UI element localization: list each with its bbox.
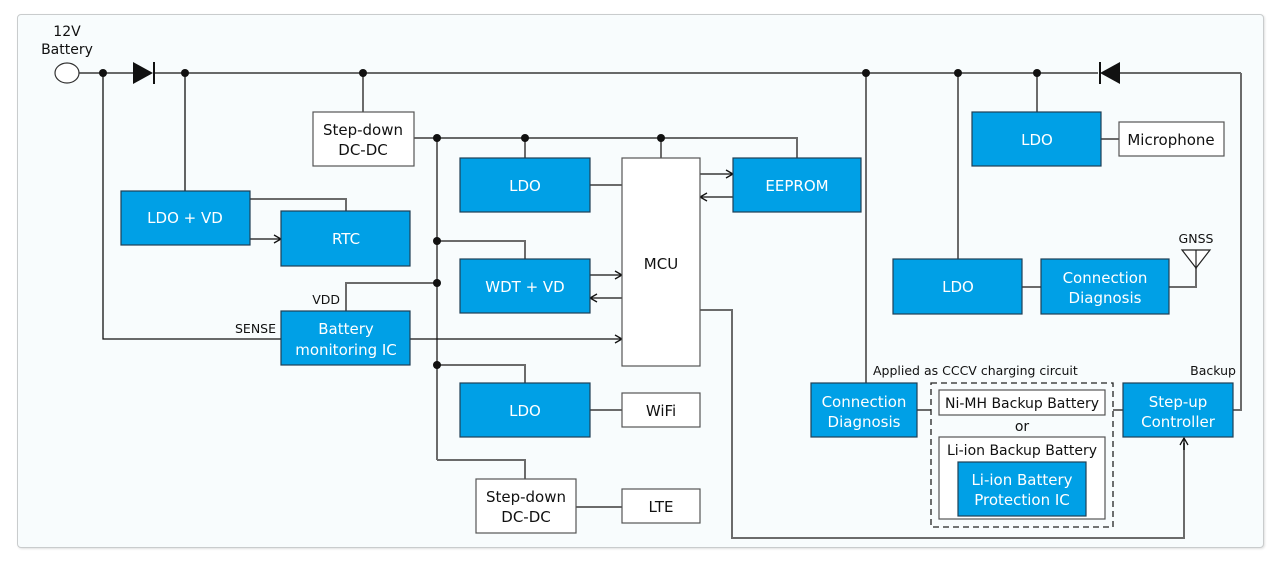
liion-group-label: Li-ion Backup Battery <box>947 443 1097 459</box>
microphone-block <box>1118 121 1225 157</box>
vdd-wire <box>345 282 437 311</box>
lte-block <box>621 488 701 524</box>
ldo-mic-label: LDO <box>1021 131 1053 149</box>
conn-diag-gnss-label-line1: Connection <box>1063 269 1148 287</box>
wires <box>79 72 1242 539</box>
batt-mon-label-line2: monitoring IC <box>295 341 397 359</box>
or-label: or <box>1015 419 1030 435</box>
stepup-label-line2: Controller <box>1141 413 1216 431</box>
stepdown1-label-line1: Step-down <box>323 121 403 139</box>
junction-dot <box>862 69 870 77</box>
stepdown2-label-line2: DC-DC <box>501 508 550 526</box>
nimh-backup-battery-block <box>938 389 1106 416</box>
junctions <box>99 69 1041 369</box>
wdt-supply-wire <box>437 240 526 259</box>
eeprom-block <box>732 157 862 213</box>
battery-label-line2: Battery <box>41 42 93 58</box>
wifi-label: WiFi <box>646 402 676 420</box>
backup-label: Backup <box>1190 363 1236 378</box>
ldo-gnss-block <box>892 258 1023 315</box>
junction-dot <box>954 69 962 77</box>
mcu-stepup-wire <box>700 309 1185 539</box>
stepdown2-supply-wire <box>437 459 526 479</box>
liion-prot-label-line1: Li-ion Battery <box>971 471 1072 489</box>
liion-prot-label-line2: Protection IC <box>974 491 1070 509</box>
conn-diag-batt-label-line2: Diagnosis <box>828 413 901 431</box>
ldo-wifi-label: LDO <box>509 402 541 420</box>
junction-dot <box>1033 69 1041 77</box>
connection-diagnosis-gnss-block <box>1040 258 1170 315</box>
junction-dot <box>433 237 441 245</box>
wifi-block <box>621 392 701 428</box>
sense-wire <box>102 73 281 340</box>
rtc-block <box>280 210 411 267</box>
ldo-mcu-block <box>459 157 591 213</box>
mcu-label: MCU <box>644 255 678 273</box>
junction-dot <box>181 69 189 77</box>
junction-dot <box>521 134 529 142</box>
nimh-label: Ni-MH Backup Battery <box>945 396 1099 412</box>
ldo-vd-block <box>120 190 251 246</box>
stepdown2-label-line1: Step-down <box>486 488 566 506</box>
antenna-icon <box>1180 249 1212 269</box>
ldo-gnss-label: LDO <box>942 278 974 296</box>
junction-dot <box>359 69 367 77</box>
connection-diagnosis-battery-block <box>810 382 918 438</box>
junction-dot <box>433 361 441 369</box>
wdt-vd-block <box>459 258 591 314</box>
lte-label: LTE <box>649 498 674 516</box>
batt-mon-label-line1: Battery <box>318 320 374 338</box>
wdt-vd-label: WDT + VD <box>485 278 564 296</box>
stepdown1-label-line2: DC-DC <box>338 141 387 159</box>
rtc-label: RTC <box>332 230 360 248</box>
conn-diag-batt-label-line1: Connection <box>822 393 907 411</box>
stepup-controller-block <box>1122 382 1234 438</box>
liion-protection-ic-block <box>957 461 1087 517</box>
backup-battery-group <box>930 382 1114 528</box>
stepdown-dcdc-lte-block <box>475 478 577 534</box>
sense-label: SENSE <box>235 321 276 336</box>
conn-diag-gnss-label-line2: Diagnosis <box>1069 289 1142 307</box>
ldo-wifi-block <box>459 382 591 438</box>
gnss-antenna-wire <box>1169 268 1197 288</box>
ldo-wifi-supply-wire <box>437 364 526 383</box>
diode-icon <box>133 62 155 84</box>
stepup-label-line1: Step-up <box>1149 393 1208 411</box>
cccv-note: Applied as CCCV charging circuit <box>873 363 1078 378</box>
junction-dot <box>99 69 107 77</box>
battery-terminal-icon <box>54 62 80 84</box>
ldo-vd-rtc-wire <box>250 198 347 211</box>
diode-icon <box>1099 62 1120 84</box>
battery-monitoring-ic-block <box>280 310 411 366</box>
backup-wire <box>1233 73 1242 411</box>
stepdown-dcdc-block <box>312 111 415 167</box>
microphone-label: Microphone <box>1127 131 1214 149</box>
vdd-label: VDD <box>312 292 340 307</box>
mcu-block <box>621 157 701 367</box>
battery-label-line1: 12V <box>53 24 81 40</box>
eeprom-supply-wire <box>698 137 798 158</box>
ldo-mcu-label: LDO <box>509 177 541 195</box>
junction-dot <box>657 134 665 142</box>
junction-dot <box>433 279 441 287</box>
ldo-microphone-block <box>971 111 1102 167</box>
eeprom-label: EEPROM <box>765 177 828 195</box>
junction-dot <box>433 134 441 142</box>
gnss-label: GNSS <box>1179 231 1214 246</box>
ldo-vd-label: LDO + VD <box>147 209 223 227</box>
